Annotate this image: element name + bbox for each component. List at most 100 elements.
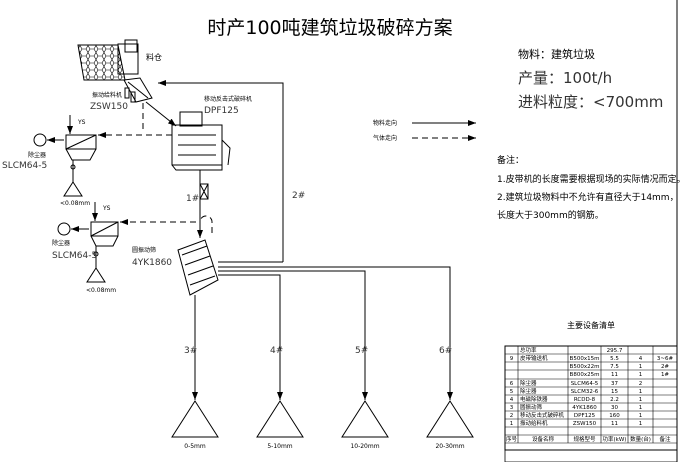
notes-heading: 备注： (497, 154, 524, 166)
table-header: 设备名称 (532, 435, 555, 443)
conveyor-1-label: 1# (186, 194, 199, 204)
table-cell: 2 (510, 413, 514, 419)
table-cell: 3 (510, 405, 514, 411)
dust-1-output: <0.08mm (60, 200, 90, 207)
table-cell: 9 (510, 356, 514, 362)
screen-name: 圆振动筛 (132, 246, 156, 254)
table-cell: 除尘器 (520, 387, 537, 395)
table-cell: 1 (510, 421, 514, 427)
product-pile-20-30 (426, 400, 474, 438)
equipment-table: 总功率 295.7 9 皮带输送机 B500x15m 5.5 4 3~6# B500x22m 7.… (504, 345, 678, 462)
page-title: 时产100吨建筑垃圾破碎方案 (207, 17, 452, 39)
table-cell: 2 (639, 381, 643, 387)
conveyor-6-line (218, 266, 453, 400)
table-cell: 15 (611, 389, 618, 395)
table-cell: 电磁除铁器 (520, 395, 548, 403)
table-cell: SLCM32-6 (571, 389, 599, 395)
conveyor-5-line (218, 270, 368, 400)
table-header: 序号 (506, 435, 518, 443)
note-line: 1.皮带机的长度需要根据现场的实际情况而定。 (497, 173, 680, 185)
product-label: 0-5mm (184, 443, 206, 450)
product-pile-0-5 (171, 400, 219, 438)
table-cell: B500x22m (570, 364, 600, 370)
table-cell: RCDD-8 (574, 397, 596, 403)
ys-label: YS (102, 205, 111, 212)
product-pile-5-10 (256, 400, 304, 438)
table-cell: 1 (639, 372, 643, 378)
dust-collector-1-name: 除尘器 (28, 151, 46, 159)
crusher-model: DPF125 (204, 106, 239, 116)
table-cell: ZSW150 (573, 421, 597, 427)
table-cell: 11 (611, 421, 618, 427)
dust-collector-1-model: SLCM64-5 (2, 161, 47, 171)
table-total-label: 总功率 (520, 346, 537, 354)
product-label: 5-10mm (267, 443, 292, 450)
legend-gas-flow: 气体走向 (373, 134, 397, 142)
product-pile-10-20 (341, 400, 389, 438)
table-total-power: 295.7 (607, 348, 623, 354)
product-label: 20-30mm (435, 443, 464, 450)
table-cell: 1 (639, 413, 643, 419)
table-cell: 1 (639, 397, 643, 403)
conveyor-4-label: 4# (270, 346, 283, 356)
conveyor-3-label: 3# (184, 346, 197, 356)
dust-collector-2-icon (57, 202, 119, 283)
table-cell: DPF125 (574, 413, 596, 419)
dust-collector-1-icon (33, 115, 97, 197)
table-cell: 7.5 (610, 364, 619, 370)
table-cell: 1 (639, 421, 643, 427)
conveyor-5-label: 5# (355, 346, 368, 356)
table-cell: 5.5 (610, 356, 619, 362)
dust-collector-2-model: SLCM64-5 (52, 251, 97, 261)
product-label: 10-20mm (350, 443, 379, 450)
table-cell: B500x15m (570, 356, 600, 362)
table-header: 备注 (659, 435, 671, 443)
gas-line (199, 215, 213, 233)
note-line: 长度大于300mm的钢筋。 (497, 209, 604, 221)
table-cell: 3~6# (657, 356, 674, 362)
table-header: 规格型号 (573, 435, 596, 443)
conveyor-6-label: 6# (439, 346, 452, 356)
table-cell: 1 (639, 389, 643, 395)
table-cell: 除尘器 (520, 379, 537, 387)
legend-material-flow: 物料走向 (373, 119, 397, 127)
table-cell: 皮带输送机 (520, 354, 548, 362)
table-cell: 11 (611, 372, 618, 378)
table-header: 功率(kW) (603, 435, 627, 443)
screen-model: 4YK1860 (132, 258, 172, 268)
dust-2-output: <0.08mm (86, 287, 116, 294)
title-block (504, 449, 678, 462)
feeder-icon (123, 77, 153, 103)
table-cell: 5 (510, 389, 514, 395)
vibrating-screen-icon (177, 239, 219, 296)
conveyor-4-line (218, 274, 283, 400)
dust-collector-2-name: 除尘器 (52, 239, 70, 247)
silo-label: 料仓 (146, 52, 162, 62)
note-line: 2.建筑垃圾物料中不允许有直径大于14mm， (497, 191, 679, 203)
table-cell: 圆振动筛 (520, 403, 543, 411)
table-cell: 2.2 (610, 397, 619, 403)
table-cell: 4 (510, 397, 514, 403)
table-cell: 振动给料机 (520, 419, 548, 427)
table-cell: 1 (639, 364, 643, 370)
table-cell: 1 (639, 405, 643, 411)
table-cell: 2# (661, 364, 669, 370)
table-cell: SLCM64-5 (571, 381, 599, 387)
table-cell: B800x25m (570, 372, 600, 378)
table-cell: 移动反击式破碎机 (520, 411, 565, 419)
table-cell: 4 (639, 356, 643, 362)
ys-label: YS (77, 119, 86, 126)
feeder-name: 振动给料机 (92, 91, 122, 99)
conveyor-2-label: 2# (292, 191, 305, 201)
spec-capacity: 产量：100t/h (518, 69, 612, 87)
flow-arrow (145, 101, 177, 127)
table-cell: 160 (609, 413, 620, 419)
table-header: 数量(台) (630, 435, 651, 443)
conveyor-2-line (158, 80, 284, 262)
table-cell: 30 (611, 405, 618, 411)
table-cell: 4YK1860 (572, 405, 597, 411)
spec-material: 物料：建筑垃圾 (518, 47, 595, 61)
crusher-icon (171, 111, 231, 171)
silo-icon (77, 39, 139, 81)
